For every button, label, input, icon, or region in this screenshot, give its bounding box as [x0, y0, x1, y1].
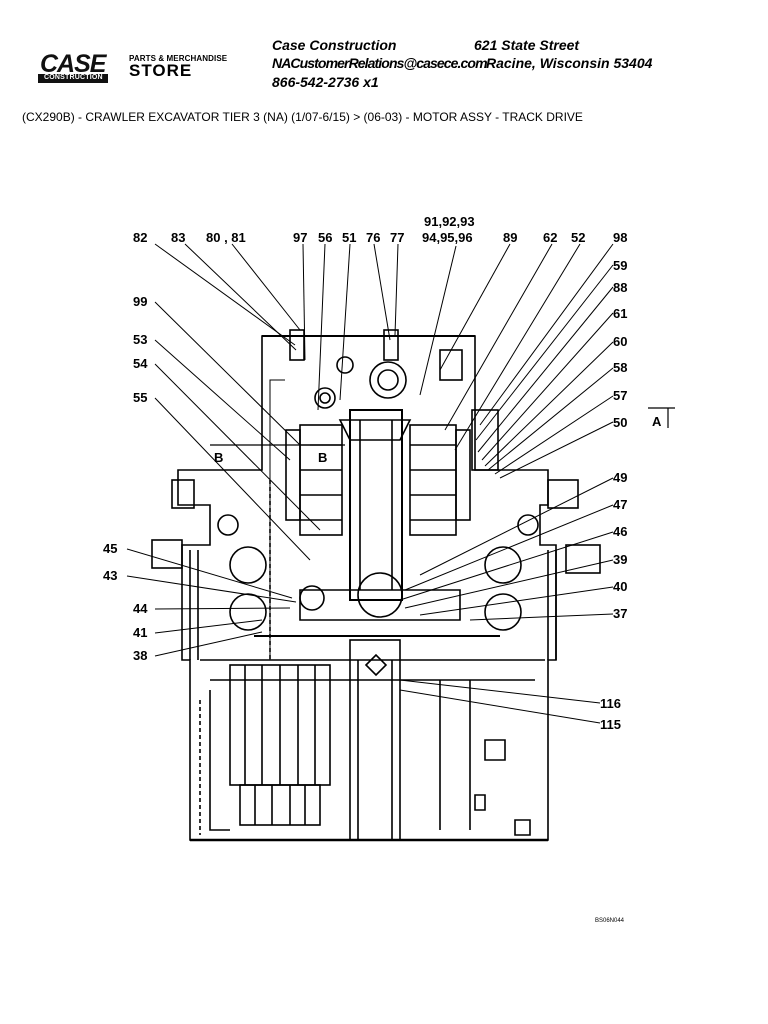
callout-115: 115 [600, 717, 621, 732]
drawing-code: BS06N044 [595, 918, 625, 924]
case-logo-subtitle: CONSTRUCTION [44, 74, 103, 81]
callout-77: 77 [390, 230, 404, 245]
callout-40: 40 [613, 579, 627, 594]
email-link[interactable]: NACustomerRelations@casece.com [272, 55, 488, 71]
callout-88: 88 [613, 280, 627, 295]
section-mark-a: A [652, 414, 662, 429]
phone-number: 866-542-2736 x1 [272, 74, 379, 90]
callout-47: 47 [613, 497, 627, 512]
callout-98: 98 [613, 230, 627, 245]
callout-54: 54 [133, 356, 148, 371]
callout-46: 46 [613, 524, 627, 539]
callout-61: 61 [613, 306, 627, 321]
callout-51: 51 [342, 230, 356, 245]
callout-45: 45 [103, 541, 117, 556]
callout-44: 44 [133, 601, 148, 616]
street-address: 621 State Street [474, 37, 580, 53]
breadcrumb: (CX290B) - CRAWLER EXCAVATOR TIER 3 (NA)… [22, 110, 583, 124]
callout-57: 57 [613, 388, 627, 403]
callout-56: 56 [318, 230, 332, 245]
callout-116: 116 [600, 696, 621, 711]
callout-58: 58 [613, 360, 627, 375]
callout-99: 99 [133, 294, 147, 309]
store-logo-top: PARTS & MERCHANDISE [129, 54, 228, 63]
callout-52: 52 [571, 230, 585, 245]
city-state-zip: Racine, Wisconsin 53404 [486, 55, 653, 71]
callout-39: 39 [613, 552, 627, 567]
company-name: Case Construction [272, 37, 397, 53]
callout-50: 50 [613, 415, 627, 430]
callout-43: 43 [103, 568, 117, 583]
callout-94-95-96: 94,95,96 [422, 230, 473, 245]
motor-assembly-drawing [151, 329, 601, 842]
callout-53: 53 [133, 332, 147, 347]
case-logo-wordmark: CASE [40, 50, 106, 78]
callout-38: 38 [133, 648, 147, 663]
section-mark-b-left: B [214, 450, 223, 465]
callout-83: 83 [171, 230, 185, 245]
store-logo-main: STORE [129, 61, 193, 80]
case-logo: CASE CONSTRUCTION [38, 50, 110, 84]
callout-82: 82 [133, 230, 147, 245]
callout-49: 49 [613, 470, 627, 485]
section-marks [210, 407, 675, 446]
callout-76: 76 [366, 230, 380, 245]
leader-lines [126, 243, 614, 724]
callout-89: 89 [503, 230, 517, 245]
callout-91-92-93: 91,92,93 [424, 214, 475, 229]
store-logo: PARTS & MERCHANDISE STORE [129, 54, 227, 81]
callout-60: 60 [613, 334, 627, 349]
callout-97: 97 [293, 230, 307, 245]
callout-37: 37 [613, 606, 627, 621]
callout-80-81: 80 , 81 [206, 230, 246, 245]
callout-59: 59 [613, 258, 627, 273]
callout-41: 41 [133, 625, 147, 640]
callout-62: 62 [543, 230, 557, 245]
logo-bar [38, 74, 108, 83]
section-mark-b-center: B [318, 450, 327, 465]
callout-55: 55 [133, 390, 147, 405]
